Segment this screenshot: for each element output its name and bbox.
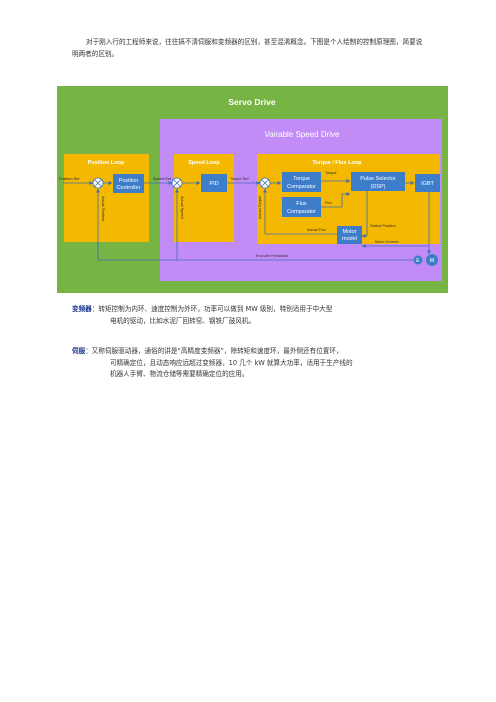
- torque-summing-junction: [259, 177, 271, 189]
- definition-vfd: 变频器：转矩控制为内环、速度控制为外环，功率可以做到 MW 级别，特别适用于中大…: [72, 304, 428, 327]
- actual-position-label: Actual Position: [101, 196, 105, 221]
- speed-loop-region: [174, 154, 234, 242]
- torque-comparator-label-2: Comparator: [287, 184, 316, 190]
- motor-model-label-1: Motor: [342, 229, 356, 235]
- motor-model-label-2: model: [342, 236, 357, 242]
- motor-label: M: [430, 258, 435, 264]
- servo-drive-title: Servo Drive: [228, 97, 276, 107]
- position-controller-block: [113, 174, 144, 193]
- position-summing-junction: [92, 177, 104, 189]
- torque-ref-label: Torque Ref: [230, 177, 250, 181]
- position-ref-label: Position Ref: [59, 177, 80, 181]
- definition-servo-term: 伺服: [72, 347, 86, 355]
- speed-ref-label: Speed Ref: [153, 177, 172, 181]
- flux-label: Flux: [325, 201, 332, 205]
- actual-flux-label: Actual Flux: [307, 228, 326, 232]
- position-loop-title: Position Loop: [88, 160, 125, 166]
- flux-comparator-label-1: Flux: [296, 201, 307, 207]
- pulse-selector-label-1: Pulse Selector: [360, 176, 396, 182]
- intro-paragraph: 对于刚入行的工程师来说，往往搞不清伺服和变频器的区别，甚至混淆概念。下图是个人绘…: [72, 38, 423, 58]
- pid-block: [201, 174, 227, 192]
- torque-label: Torque: [325, 171, 337, 175]
- speed-summing-junction: [171, 177, 183, 189]
- pulse-selector-label-2: (DSP): [371, 184, 386, 190]
- encoder-feedback-label: Encoder Feedback: [256, 254, 288, 258]
- speed-loop-title: Speed Loop: [188, 160, 220, 166]
- actual-torque-label: Actual Torque: [258, 196, 262, 219]
- definition-servo: 伺服：又称伺服驱动器，通俗的讲是“高精度变频器”，除转矩和速度环，最外侧还有位置…: [72, 346, 428, 381]
- torque-comparator-label-1: Torque: [293, 176, 310, 182]
- motor-symbol: [426, 254, 438, 266]
- encoder-symbol: [413, 255, 423, 265]
- motor-model-block: [337, 226, 362, 244]
- actual-speed-label: Actual Speed: [180, 196, 184, 219]
- definition-vfd-line-2: 电机的驱动，比如水泥厂回转窑、钢铁厂鼓风机。: [110, 316, 256, 325]
- pid-label: PID: [209, 181, 218, 187]
- flux-comparator-label-2: Comparator: [287, 209, 316, 215]
- definition-vfd-term: 变频器: [72, 305, 92, 313]
- encoder-label: E: [416, 258, 420, 264]
- control-principle-diagram: Servo Drive Vairable Speed Drive Positio…: [57, 86, 448, 293]
- definition-vfd-line-1: ：转矩控制为内环、速度控制为外环，功率可以做到 MW 级别，特别适用于中大型: [91, 305, 333, 313]
- definition-servo-line-2: 可精确定位，且动态响应远超过变频器，10 几个 kW 就算大功率，适用于生产线的: [110, 358, 353, 367]
- definition-servo-line-3: 机器人手臂、物流仓储等需要精确定位的应用。: [110, 370, 249, 378]
- flux-comparator-block: [282, 197, 321, 217]
- torque-comparator-block: [282, 172, 321, 192]
- position-loop-region: [64, 154, 149, 242]
- definition-servo-line-1: ：又称伺服驱动器，通俗的讲是“高精度变频器”，除转矩和速度环，最外侧还有位置环，: [85, 347, 343, 355]
- position-controller-label-1: Position: [119, 178, 139, 184]
- igbt-label: IGBT: [421, 181, 434, 187]
- switch-position-label: Switch Position: [370, 224, 396, 228]
- torque-flux-loop-title: Torque / Flux Loop: [312, 160, 362, 166]
- position-controller-label-2: Controller: [117, 185, 141, 191]
- pulse-selector-block: [351, 172, 405, 191]
- variable-speed-drive-title: Vairable Speed Drive: [264, 130, 340, 139]
- motor-current-label: Motor Current: [375, 240, 399, 244]
- igbt-block: [415, 174, 440, 192]
